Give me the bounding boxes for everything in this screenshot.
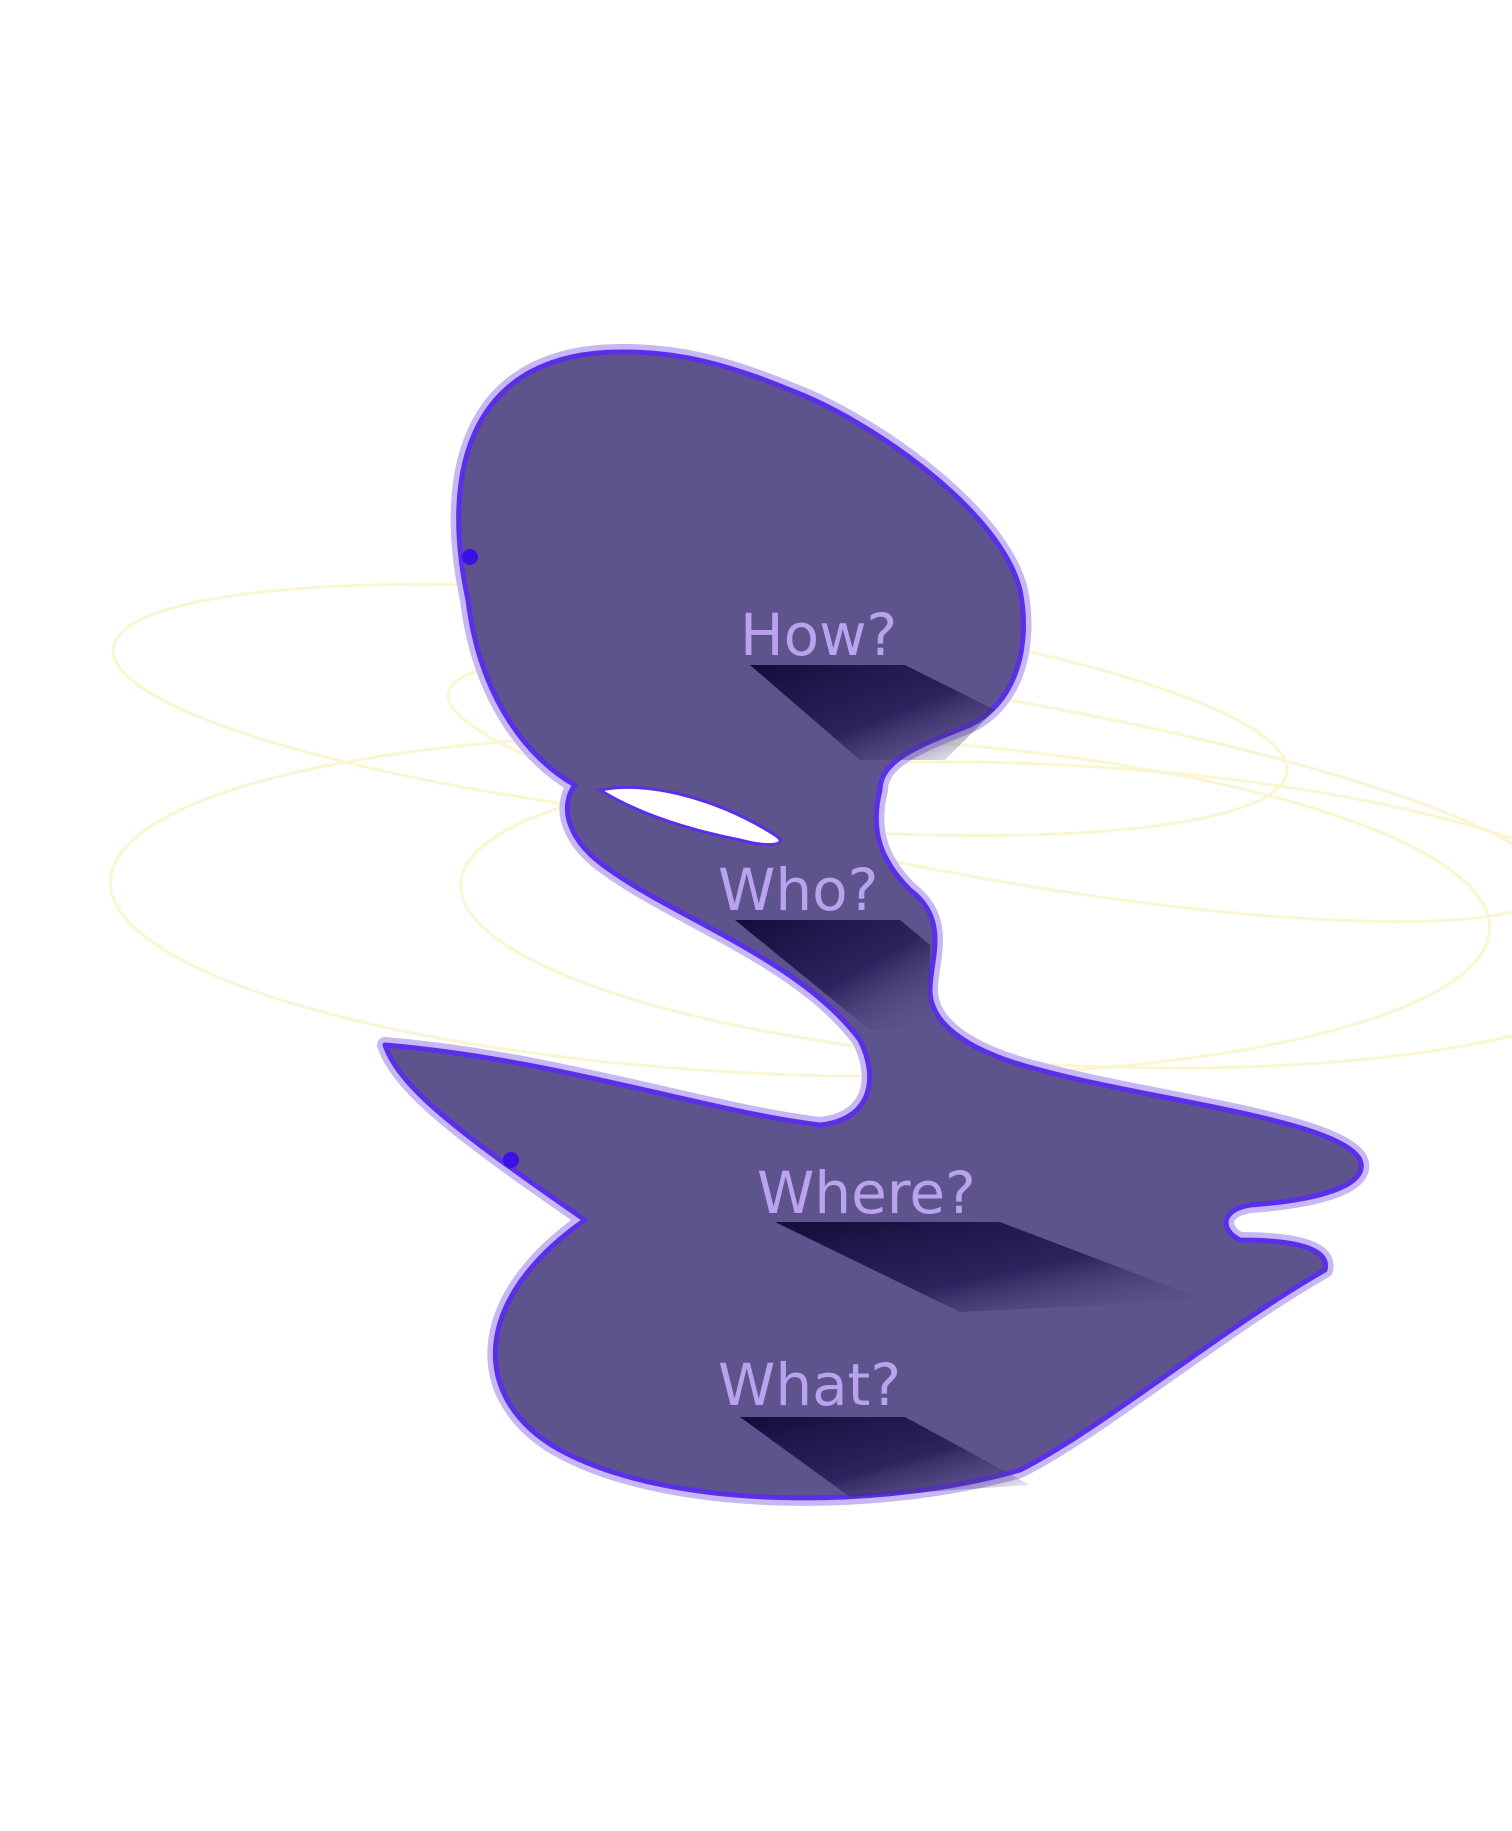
anchor-point bbox=[462, 549, 478, 565]
orbit-ellipse bbox=[459, 760, 1512, 1070]
label-where: Where? bbox=[757, 1159, 976, 1227]
label-shadows bbox=[735, 665, 1205, 1497]
label-shadow bbox=[735, 920, 930, 1030]
label-shadow bbox=[750, 665, 995, 760]
label-how: How? bbox=[740, 601, 897, 669]
blob-notch bbox=[595, 786, 782, 846]
orbit-ellipse bbox=[446, 656, 1512, 924]
label-who: Who? bbox=[718, 856, 878, 924]
label-shadow bbox=[775, 1222, 1205, 1312]
label-what: What? bbox=[718, 1351, 901, 1419]
question-labels: How? Who? Where? What? bbox=[718, 601, 976, 1419]
anchor-point bbox=[503, 1152, 519, 1168]
label-shadow bbox=[740, 1417, 1030, 1497]
